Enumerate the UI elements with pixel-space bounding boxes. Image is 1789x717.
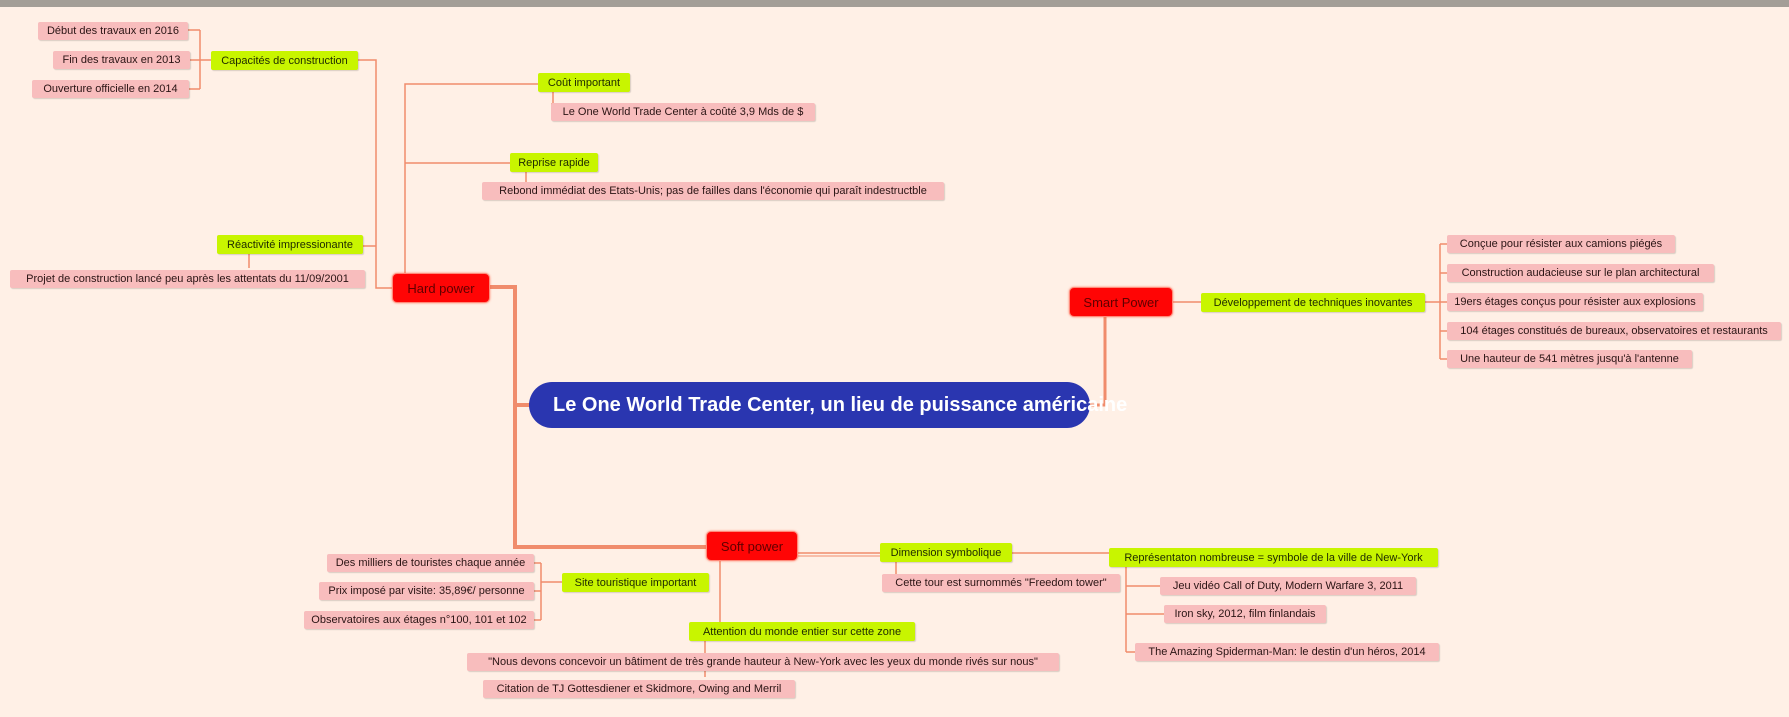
dimension-topic[interactable]: Dimension symbolique <box>880 543 1012 562</box>
developpement-topic[interactable]: Développement de techniques inovantes <box>1201 293 1425 312</box>
dimension-item-1[interactable]: Cette tour est surnommés "Freedom tower" <box>882 574 1120 592</box>
representation-item-3[interactable]: The Amazing Spiderman-Man: le destin d'u… <box>1135 643 1439 661</box>
reprise-item-1[interactable]: Rebond immédiat des Etats-Unis; pas de f… <box>482 182 944 200</box>
soft-power-label: Soft power <box>720 538 784 554</box>
site-item-1-text: Des milliers de touristes chaque année <box>335 557 526 569</box>
developpement-label: Développement de techniques inovantes <box>1213 296 1413 309</box>
developpement-item-5-text: Une hauteur de 541 mètres jusqu'à l'ante… <box>1460 353 1679 365</box>
capacites-item-1[interactable]: Début des travaux en 2016 <box>38 22 188 40</box>
attention-label: Attention du monde entier sur cette zone <box>702 625 902 638</box>
representation-item-1-text: Jeu vidéo Call of Duty, Modern Warfare 3… <box>1172 580 1404 592</box>
cout-item-1-text: Le One World Trade Center à coûté 3,9 Md… <box>562 106 804 118</box>
attention-topic[interactable]: Attention du monde entier sur cette zone <box>689 622 915 641</box>
developpement-item-4[interactable]: 104 étages constitués de bureaux, observ… <box>1447 322 1781 340</box>
soft-power-topic[interactable]: Soft power <box>706 531 798 561</box>
site-item-3[interactable]: Observatoires aux étages n°100, 101 et 1… <box>304 611 534 629</box>
developpement-item-1-text: Conçue pour résister aux camions piégés <box>1459 238 1663 250</box>
dimension-item-1-text: Cette tour est surnommés "Freedom tower" <box>895 577 1107 589</box>
cout-item-1[interactable]: Le One World Trade Center à coûté 3,9 Md… <box>551 103 815 121</box>
attention-item-2[interactable]: Citation de TJ Gottesdiener et Skidmore,… <box>483 680 795 698</box>
developpement-item-2[interactable]: Construction audacieuse sur le plan arch… <box>1447 264 1714 282</box>
reactivite-topic[interactable]: Réactivité impressionante <box>217 235 363 254</box>
capacites-item-3[interactable]: Ouverture officielle en 2014 <box>32 80 189 98</box>
representation-item-3-text: The Amazing Spiderman-Man: le destin d'u… <box>1148 646 1426 658</box>
reprise-item-1-text: Rebond immédiat des Etats-Unis; pas de f… <box>499 185 927 197</box>
capacites-item-2[interactable]: Fin des travaux en 2013 <box>53 51 190 69</box>
hard-power-label: Hard power <box>407 280 475 296</box>
attention-item-1-text: "Nous devons concevoir un bâtiment de tr… <box>488 656 1038 668</box>
reactivite-label: Réactivité impressionante <box>227 238 353 251</box>
smart-power-topic[interactable]: Smart Power <box>1069 287 1173 317</box>
representation-topic[interactable]: Représentaton nombreuse = symbole de la … <box>1109 548 1438 567</box>
representation-label: Représentaton nombreuse = symbole de la … <box>1124 551 1423 564</box>
developpement-item-3[interactable]: 19ers étages conçus pour résister aux ex… <box>1447 293 1703 311</box>
capacites-item-2-text: Fin des travaux en 2013 <box>62 54 181 66</box>
developpement-item-1[interactable]: Conçue pour résister aux camions piégés <box>1447 235 1675 253</box>
reactivite-item-1[interactable]: Projet de construction lancé peu après l… <box>10 270 365 288</box>
representation-item-2[interactable]: Iron sky, 2012, film finlandais <box>1164 605 1326 623</box>
cout-label: Coût important <box>547 76 621 89</box>
root-label: Le One World Trade Center, un lieu de pu… <box>553 393 1128 416</box>
site-item-3-text: Observatoires aux étages n°100, 101 et 1… <box>311 614 527 626</box>
reactivite-item-1-text: Projet de construction lancé peu après l… <box>26 273 349 285</box>
root-topic[interactable]: Le One World Trade Center, un lieu de pu… <box>529 382 1127 428</box>
site-label: Site touristique important <box>574 576 697 589</box>
capacites-item-1-text: Début des travaux en 2016 <box>46 25 180 37</box>
hard-power-topic[interactable]: Hard power <box>392 273 490 303</box>
developpement-item-5[interactable]: Une hauteur de 541 mètres jusqu'à l'ante… <box>1447 350 1692 368</box>
developpement-item-2-text: Construction audacieuse sur le plan arch… <box>1461 267 1700 279</box>
capacites-item-3-text: Ouverture officielle en 2014 <box>43 83 178 95</box>
site-item-2-text: Prix imposé par visite: 35,89€/ personne <box>328 585 525 597</box>
dimension-label: Dimension symbolique <box>890 546 1002 559</box>
top-bar <box>0 0 1789 7</box>
smart-power-label: Smart Power <box>1083 294 1159 310</box>
attention-item-2-text: Citation de TJ Gottesdiener et Skidmore,… <box>496 683 782 695</box>
attention-item-1[interactable]: "Nous devons concevoir un bâtiment de tr… <box>467 653 1059 671</box>
site-item-1[interactable]: Des milliers de touristes chaque année <box>327 554 534 572</box>
reprise-topic[interactable]: Reprise rapide <box>510 153 598 172</box>
capacites-topic[interactable]: Capacités de construction <box>211 51 358 70</box>
capacites-label: Capacités de construction <box>221 54 348 67</box>
representation-item-1[interactable]: Jeu vidéo Call of Duty, Modern Warfare 3… <box>1160 577 1416 595</box>
developpement-item-4-text: 104 étages constitués de bureaux, observ… <box>1460 325 1768 337</box>
representation-item-2-text: Iron sky, 2012, film finlandais <box>1174 608 1316 620</box>
cout-topic[interactable]: Coût important <box>538 73 630 92</box>
developpement-item-3-text: 19ers étages conçus pour résister aux ex… <box>1454 296 1696 308</box>
site-item-2[interactable]: Prix imposé par visite: 35,89€/ personne <box>319 582 534 600</box>
reprise-label: Reprise rapide <box>518 156 590 169</box>
site-topic[interactable]: Site touristique important <box>562 573 709 592</box>
